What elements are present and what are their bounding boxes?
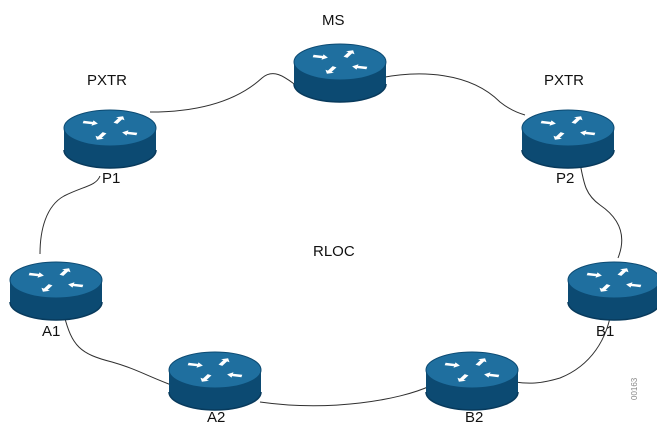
pxtr-left-label: PXTR xyxy=(87,72,128,89)
router-icon xyxy=(521,109,615,169)
router-base-edge xyxy=(567,301,657,321)
ms-label: MS xyxy=(322,12,345,29)
router-base-edge xyxy=(168,391,262,411)
pxtr-right-label: PXTR xyxy=(544,72,585,89)
router-top xyxy=(63,109,157,147)
arrow-shape xyxy=(227,372,243,378)
arrow-shape xyxy=(626,282,642,288)
arrow-shape xyxy=(553,132,565,140)
arrow-shape xyxy=(484,372,500,378)
arrow-shape xyxy=(28,272,44,278)
arrow-shape xyxy=(312,54,328,60)
arrow-shape xyxy=(122,130,138,136)
router-icon xyxy=(567,261,657,321)
arrow-shape xyxy=(187,362,203,368)
router-icon xyxy=(63,109,157,169)
arrow-shape xyxy=(218,358,230,366)
router-icon xyxy=(425,351,519,411)
cloud-label: RLOC xyxy=(313,243,355,260)
router-top xyxy=(425,351,519,389)
arrow-shape xyxy=(41,284,53,292)
arrow-shape xyxy=(475,358,487,366)
arrow-shape xyxy=(444,362,460,368)
arrow-shape xyxy=(571,116,583,124)
router-base-edge xyxy=(425,391,519,411)
router-base-edge xyxy=(521,149,615,169)
arrow-shape xyxy=(580,130,596,136)
a1-label: A1 xyxy=(42,323,61,340)
arrow-shape xyxy=(113,116,125,124)
rloc-cloud-outline xyxy=(39,73,623,407)
arrow-shape xyxy=(59,268,71,276)
router-base-edge xyxy=(63,149,157,169)
router-icon xyxy=(168,351,262,411)
p1-label: P1 xyxy=(102,170,121,187)
arrow-shape xyxy=(352,64,368,70)
arrow-shape xyxy=(95,132,107,140)
router-top xyxy=(567,261,657,299)
arrow-shape xyxy=(617,268,629,276)
router-icon xyxy=(293,43,387,103)
router-top xyxy=(168,351,262,389)
router-icon xyxy=(9,261,103,321)
figure-id-label: 00163 xyxy=(630,377,639,400)
arrow-shape xyxy=(457,374,469,382)
router-base-edge xyxy=(9,301,103,321)
arrow-shape xyxy=(343,50,355,58)
router-base-edge xyxy=(293,83,387,103)
a2-label: A2 xyxy=(207,409,226,426)
b1-label: B1 xyxy=(596,323,615,340)
b2-label: B2 xyxy=(465,409,484,426)
router-top xyxy=(293,43,387,81)
arrow-shape xyxy=(200,374,212,382)
arrow-shape xyxy=(68,282,84,288)
arrow-shape xyxy=(586,272,602,278)
arrow-shape xyxy=(325,66,337,74)
arrow-shape xyxy=(82,120,98,126)
router-top xyxy=(521,109,615,147)
arrow-shape xyxy=(540,120,556,126)
arrow-shape xyxy=(599,284,611,292)
router-top xyxy=(9,261,103,299)
p2-label: P2 xyxy=(556,170,575,187)
